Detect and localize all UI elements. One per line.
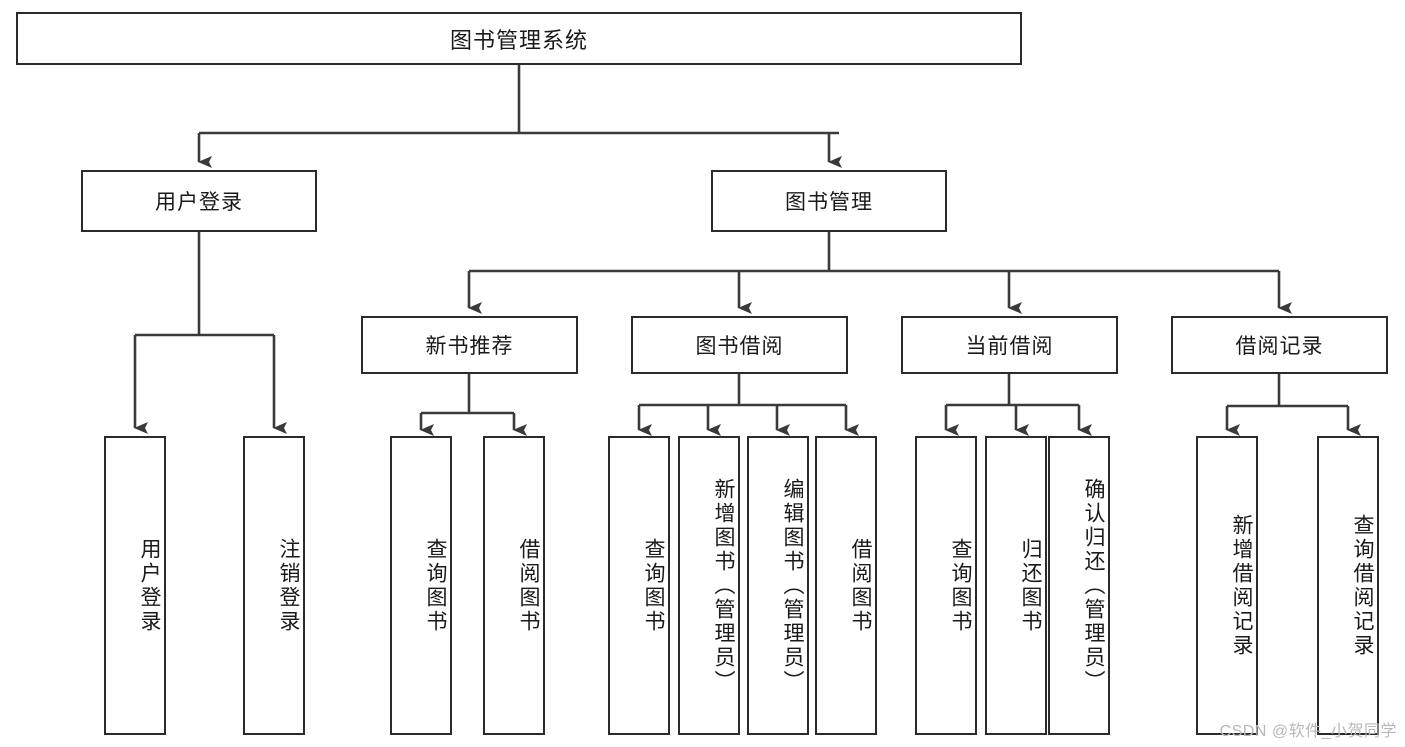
node-label: 图书管理 [785, 191, 873, 214]
node-label: 查询借阅记录 [1351, 513, 1374, 658]
node-label: 查询图书 [949, 537, 972, 634]
node-user-login[interactable]: 用户登录 [81, 170, 317, 232]
leaf-borrow-borrow-book[interactable]: 借阅图书 [815, 436, 877, 735]
node-label: 当前借阅 [965, 335, 1054, 358]
node-current-borrow[interactable]: 当前借阅 [901, 316, 1118, 374]
leaf-records-query-record[interactable]: 查询借阅记录 [1317, 436, 1379, 735]
watermark-text: CSDN @软件_小贺同学 [1219, 723, 1397, 740]
node-label: 确认归还（管理员） [1082, 477, 1105, 694]
node-book-management[interactable]: 图书管理 [711, 170, 947, 232]
node-label: 借阅图书 [849, 537, 872, 634]
node-label: 用户登录 [138, 537, 161, 634]
node-root-book-management-system[interactable]: 图书管理系统 [16, 12, 1022, 65]
leaf-records-add-record[interactable]: 新增借阅记录 [1196, 436, 1258, 735]
node-label: 图书借阅 [695, 335, 784, 358]
leaf-current-query-book[interactable]: 查询图书 [915, 436, 977, 735]
node-label: 新增借阅记录 [1230, 513, 1253, 658]
node-label: 新书推荐 [425, 335, 514, 358]
node-label: 用户登录 [155, 191, 243, 214]
leaf-current-return-book[interactable]: 归还图书 [985, 436, 1047, 735]
leaf-borrow-edit-book-admin[interactable]: 编辑图书（管理员） [747, 436, 809, 735]
leaf-borrow-query-book[interactable]: 查询图书 [608, 436, 670, 735]
leaf-recommend-borrow-book[interactable]: 借阅图书 [483, 436, 545, 735]
leaf-borrow-add-book-admin[interactable]: 新增图书（管理员） [678, 436, 740, 735]
node-label: 新增图书（管理员） [712, 477, 735, 694]
node-label: 查询图书 [424, 537, 447, 634]
leaf-user-login-login[interactable]: 用户登录 [104, 436, 166, 735]
node-book-borrow[interactable]: 图书借阅 [631, 316, 848, 374]
leaf-recommend-query-book[interactable]: 查询图书 [390, 436, 452, 735]
node-label: 图书管理系统 [449, 27, 588, 53]
leaf-user-login-logout[interactable]: 注销登录 [243, 436, 305, 735]
node-label: 归还图书 [1019, 537, 1042, 634]
leaf-current-confirm-return-admin[interactable]: 确认归还（管理员） [1048, 436, 1110, 735]
node-label: 编辑图书（管理员） [781, 477, 804, 694]
node-new-book-recommend[interactable]: 新书推荐 [361, 316, 578, 374]
node-borrow-records[interactable]: 借阅记录 [1171, 316, 1388, 374]
node-label: 注销登录 [277, 537, 300, 634]
node-label: 借阅图书 [517, 537, 540, 634]
node-label: 借阅记录 [1235, 335, 1324, 358]
node-label: 查询图书 [642, 537, 665, 634]
